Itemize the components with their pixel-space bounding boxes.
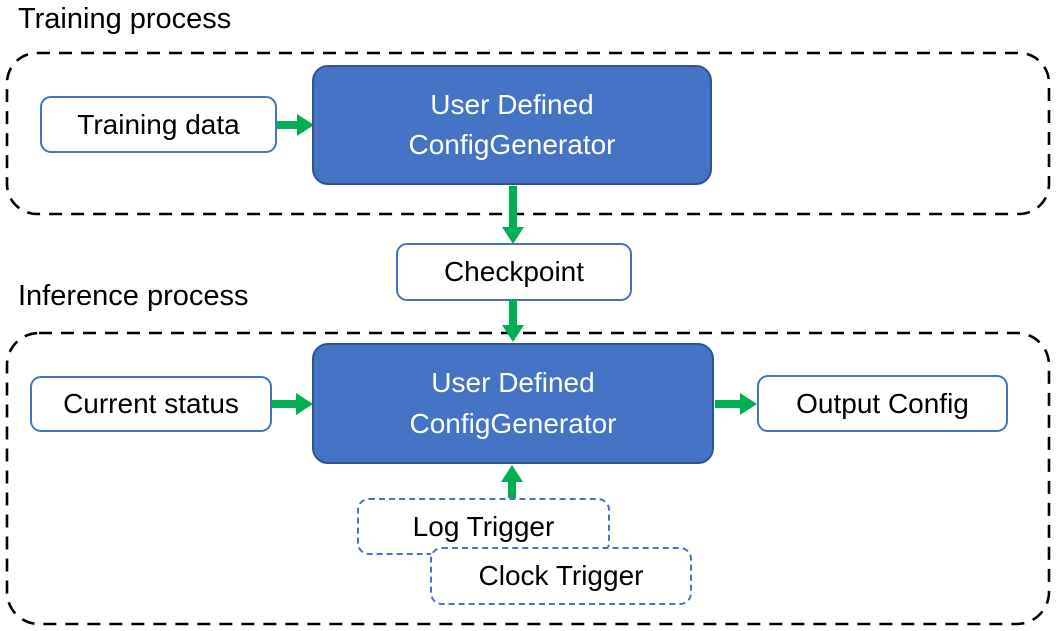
arrow-shaft <box>509 186 517 227</box>
output-config-box: Output Config <box>757 375 1008 432</box>
arrow-shaft <box>272 400 296 408</box>
generator-label-line2: ConfigGenerator <box>409 407 617 439</box>
training-data-box: Training data <box>40 96 277 153</box>
log-trigger-box: Log Trigger <box>357 498 610 555</box>
generator-label-line1: User Defined <box>430 88 594 120</box>
arrow-shaft <box>277 121 297 129</box>
arrow-shaft <box>509 300 517 325</box>
arrow-generator-to-checkpoint <box>502 186 524 244</box>
training-config-generator-box: User Defined ConfigGenerator <box>312 65 712 185</box>
arrow-head-icon <box>297 114 314 136</box>
arrow-shaft <box>508 482 516 499</box>
arrow-shaft <box>715 400 740 408</box>
arrow-head-icon <box>740 393 757 415</box>
training-process-label: Training process <box>18 3 232 35</box>
generator-label-line1: User Defined <box>431 367 595 399</box>
inference-process-container <box>5 331 1051 626</box>
arrow-head-icon <box>501 465 523 482</box>
arrow-head-icon <box>502 227 524 244</box>
arrow-generator-to-output <box>715 393 757 415</box>
inference-process-label: Inference process <box>18 280 249 312</box>
inference-config-generator-box: User Defined ConfigGenerator <box>312 343 714 464</box>
arrow-triggers-to-generator <box>501 465 523 499</box>
arrow-checkpoint-to-inference-generator <box>502 300 524 342</box>
checkpoint-box: Checkpoint <box>396 243 632 301</box>
arrow-training-data-to-generator <box>277 114 314 136</box>
arrow-current-status-to-generator <box>272 393 313 415</box>
clock-trigger-box: Clock Trigger <box>430 547 692 605</box>
arrow-head-icon <box>502 325 524 342</box>
generator-label-line2: ConfigGenerator <box>408 129 616 160</box>
training-process-container <box>5 51 1051 216</box>
current-status-box: Current status <box>30 376 272 432</box>
arrow-head-icon <box>296 393 313 415</box>
